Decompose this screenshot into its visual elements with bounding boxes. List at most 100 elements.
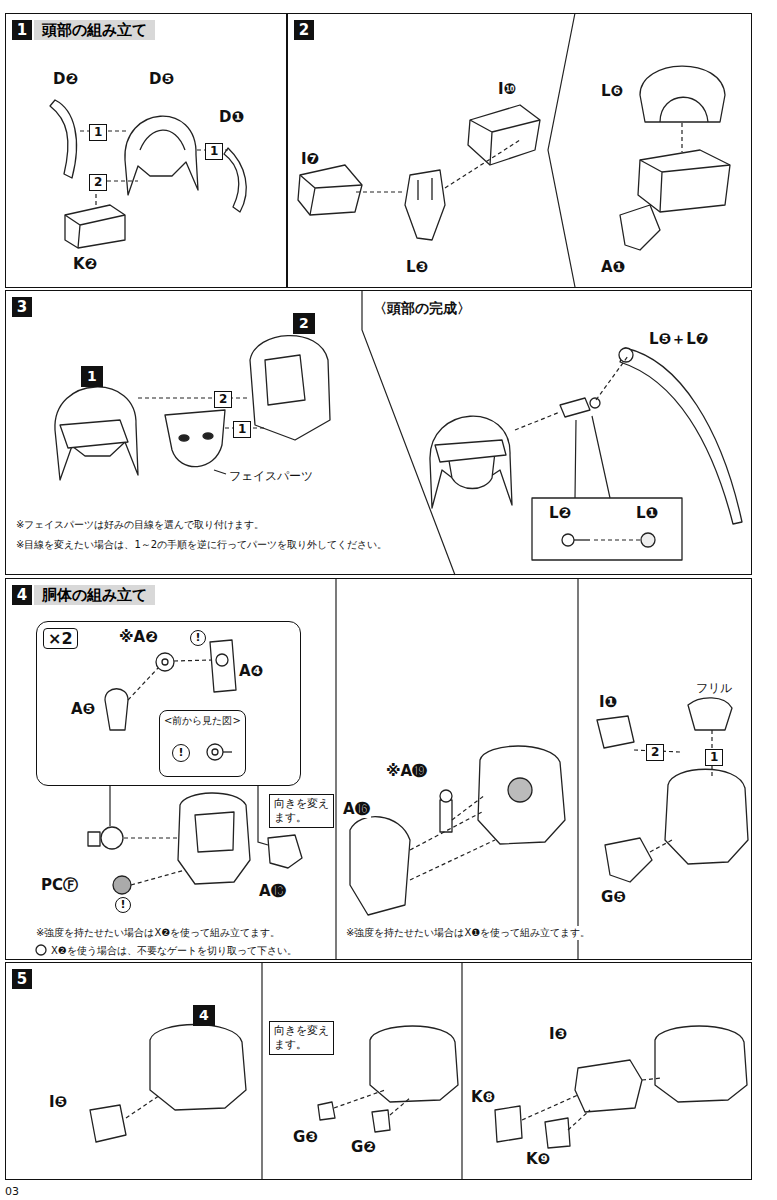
- part-drawing: [655, 1026, 747, 1102]
- step-number: 4: [12, 585, 32, 605]
- step-number: 1: [12, 20, 32, 40]
- divider-line: [261, 962, 262, 1180]
- note-text: ※フェイスパーツは好みの目線を選んで取り付けます。: [15, 518, 265, 532]
- divider-line: [575, 416, 610, 498]
- caution-mark: !: [190, 630, 206, 646]
- assembly-guide-line: [390, 1098, 410, 1115]
- part-drawing: [179, 435, 189, 441]
- part-drawing: [156, 653, 174, 671]
- front-view-box: <前から見た図>!: [159, 710, 246, 777]
- divider-line: [258, 785, 268, 845]
- part-drawing: [350, 817, 410, 915]
- part-drawing: [300, 175, 362, 215]
- part-label: D❺: [148, 70, 175, 88]
- part-drawing: [418, 178, 432, 200]
- order-box: 2: [214, 391, 232, 408]
- view-caption: <前から見た図>: [162, 714, 243, 728]
- turn-note: 向きを変えます。: [274, 1024, 329, 1052]
- assembly-guide-line: [445, 140, 520, 188]
- part-drawing: [36, 945, 46, 955]
- part-drawing: [265, 355, 305, 405]
- assembly-guide-line: [126, 1095, 160, 1118]
- section-label: 〈頭部の完成〉: [372, 300, 472, 318]
- part-drawing: [470, 120, 540, 165]
- assembly-guide-line: [174, 660, 212, 661]
- part-drawing: [101, 827, 123, 849]
- part-drawing: [468, 105, 540, 165]
- part-drawing: [113, 876, 131, 894]
- turn-note: 向きを変えます。: [274, 797, 329, 825]
- part-drawing: [36, 66, 748, 1148]
- part-drawing: [440, 800, 452, 832]
- part-drawing: [55, 387, 138, 480]
- note-text: X❷を使う場合は、不要なゲートを切り取って下さい。: [50, 944, 298, 958]
- assembly-guide-line: [128, 668, 158, 700]
- part-label: I❿: [497, 80, 517, 98]
- step-panel: 1頭部の組み立て112: [5, 13, 287, 288]
- part-drawing: [250, 336, 330, 440]
- divider-line: [335, 578, 336, 960]
- part-drawing: [574, 539, 590, 540]
- part-drawing: [435, 440, 506, 462]
- part-label: G❷: [350, 1138, 377, 1156]
- part-drawing: [440, 790, 452, 802]
- step-number: 3: [12, 297, 32, 317]
- subassembly-ref: 1: [81, 366, 103, 387]
- repeat-count: ×2: [43, 628, 78, 649]
- subassembly-ref: 4: [193, 1005, 215, 1026]
- order-box: 2: [89, 174, 107, 191]
- note-text: ※強度を持たせたい場合はX❶を使って組み立てます。: [345, 926, 591, 940]
- part-drawing: [268, 835, 302, 868]
- caution-mark: !: [115, 897, 131, 913]
- step-number: 2: [294, 20, 314, 40]
- assembly-guide-line: [138, 397, 250, 398]
- subassembly-ref: 2: [293, 313, 315, 334]
- part-drawing: [318, 1102, 335, 1120]
- part-drawing: [178, 793, 250, 884]
- turn-note-box: 向きを変えます。: [269, 794, 334, 828]
- divider-line: [110, 13, 610, 1180]
- part-drawing: [207, 744, 223, 760]
- part-label: I❼: [300, 150, 320, 168]
- part-drawing: [605, 838, 652, 882]
- part-drawing: [590, 398, 600, 408]
- part-label: L❷: [548, 504, 572, 522]
- part-label: L❶: [635, 504, 659, 522]
- part-drawing: [162, 659, 168, 665]
- part-drawing: [532, 498, 682, 560]
- part-drawing: [50, 100, 77, 178]
- order-number: 2: [651, 745, 659, 760]
- assembly-guide-line: [410, 812, 482, 850]
- part-drawing: [619, 348, 633, 362]
- part-drawing: [688, 698, 732, 730]
- divider-line: [461, 962, 462, 1180]
- part-drawing: [212, 749, 218, 755]
- part-drawing: [508, 778, 532, 802]
- part-label: I❶: [598, 693, 618, 711]
- part-drawing: [298, 165, 362, 215]
- part-label: ※A❷: [118, 628, 159, 646]
- order-number: 2: [219, 392, 227, 407]
- assembly-guide-line: [356, 191, 405, 192]
- divider-line: [214, 470, 226, 474]
- part-drawing: [495, 1106, 522, 1142]
- assembly-guide-line: [131, 870, 185, 885]
- part-drawing: [640, 66, 725, 122]
- part-label: G❺: [600, 888, 627, 906]
- part-label: K❷: [72, 255, 98, 273]
- part-drawing: [90, 1105, 126, 1142]
- subassembly-number: 1: [87, 368, 97, 385]
- part-drawing: [478, 746, 565, 844]
- divider-line: [109, 785, 110, 826]
- part-drawing: [430, 416, 512, 508]
- part-drawing: [65, 215, 125, 248]
- note-text: ※目線を変えたい場合は、1～2の手順を逆に行ってパーツを取り外してください。: [15, 538, 388, 552]
- page-number: 03: [4, 1185, 20, 1198]
- assembly-guide-line: [515, 412, 560, 430]
- part-drawing: [224, 148, 246, 212]
- caution-mark: !: [172, 744, 190, 762]
- part-drawing: [65, 205, 125, 248]
- part-label: L❻: [600, 82, 624, 100]
- step-panel: 54向きを変えます。: [5, 962, 752, 1180]
